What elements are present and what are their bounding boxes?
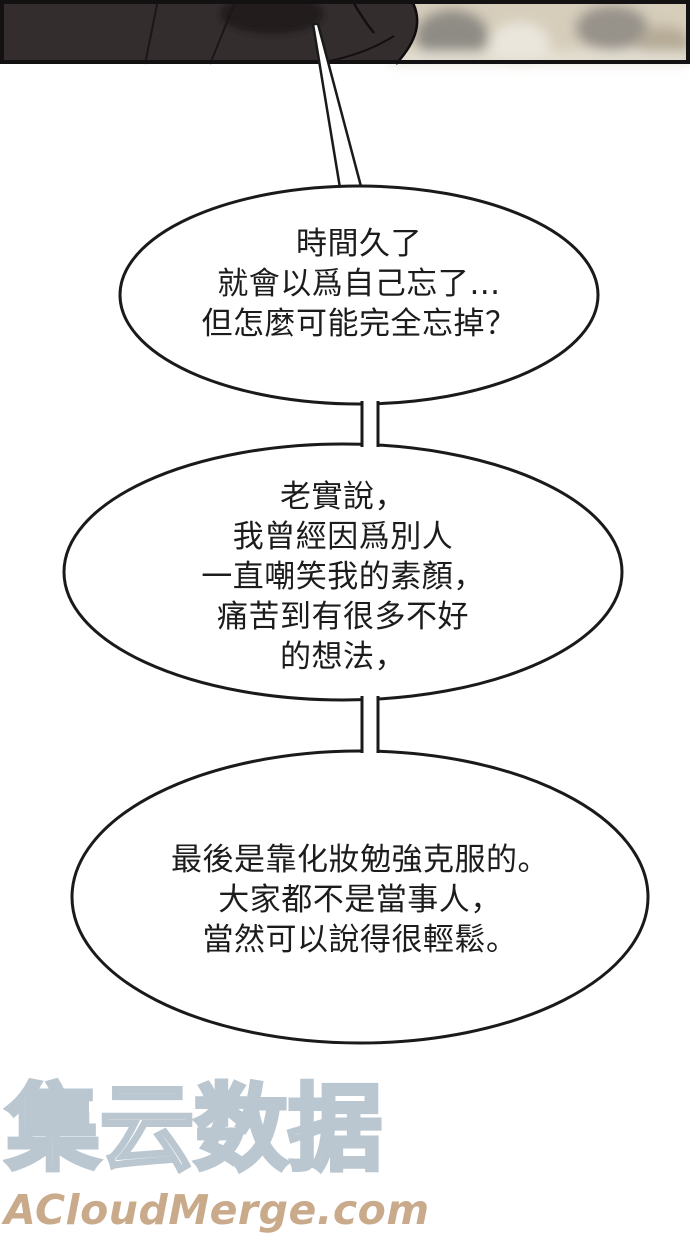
bubble-connector-1-gap <box>360 396 380 456</box>
bubble-2-line-1: 老實說， <box>280 479 406 515</box>
speech-bubble-1-text: 時間久了 就會以爲自己忘了… 但怎麼可能完全忘掉？ <box>202 224 517 344</box>
speech-bubble-2 <box>62 442 624 702</box>
jacket-edge-line <box>395 0 419 65</box>
bubble-2-line-2: 我曾經因爲別人 <box>232 519 454 555</box>
jacket-seam-2 <box>209 0 237 65</box>
bubble-2-line-5: 的想法， <box>280 639 406 675</box>
bubble-2-line-4: 痛苦到有很多不好 <box>217 599 469 635</box>
bubble-2-line-3: 一直嘲笑我的素顏， <box>201 559 485 595</box>
watermark-site-text: ACloudMerge.com <box>4 1186 430 1234</box>
top-panel-artwork <box>0 0 690 66</box>
speech-bubble-2-text: 老實說， 我曾經因爲別人 一直嘲笑我的素顏， 痛苦到有很多不好 的想法， <box>201 477 485 677</box>
bubble-3-line-2: 大家都不是當事人， <box>218 882 502 918</box>
jacket-shadow <box>220 0 324 34</box>
watermark-logo-text: 集云数据 <box>4 1075 384 1184</box>
bubble-3-line-3: 當然可以說得很輕鬆。 <box>202 922 518 958</box>
speech-bubble-3-text: 最後是靠化妝勉強克服的。 大家都不是當事人， 當然可以說得很輕鬆。 <box>171 840 549 960</box>
bubble-1-line-3: 但怎麼可能完全忘掉？ <box>201 306 517 342</box>
bubble-1-line-2: 就會以爲自己忘了… <box>217 266 501 302</box>
bubble-connector-2-gap <box>360 692 380 758</box>
bubble-3-line-1: 最後是靠化妝勉強克服的。 <box>171 842 549 878</box>
panel-border <box>0 0 690 64</box>
speech-bubble-1 <box>118 184 600 406</box>
speech-bubble-3 <box>70 749 650 1045</box>
bubble-1-line-1: 時間久了 <box>296 226 422 262</box>
jacket-seam-1 <box>144 0 159 65</box>
